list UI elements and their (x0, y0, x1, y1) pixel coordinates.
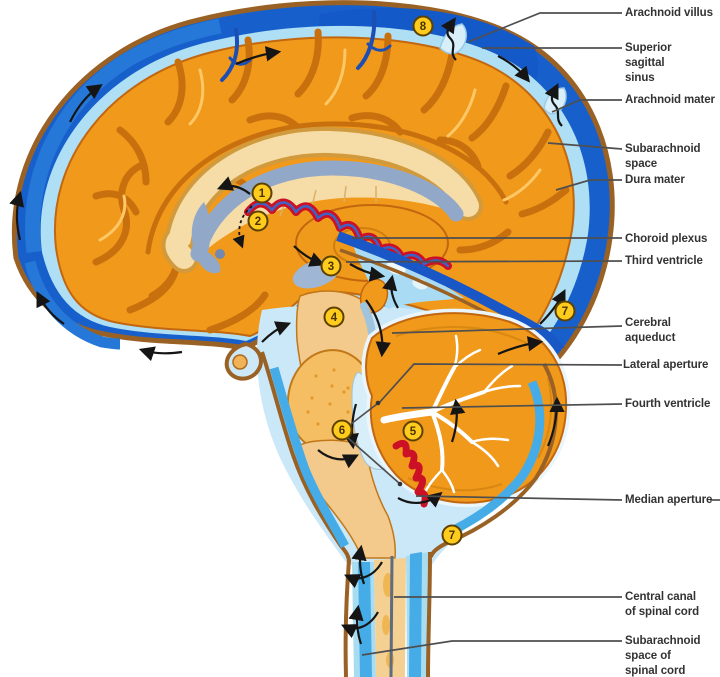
fourth-ventricle-choroid (392, 439, 429, 508)
flow-badge-2: 2 (247, 210, 269, 232)
leader-arachnoid-mater (551, 99, 622, 113)
leader-arachnoid-villus (467, 12, 622, 43)
central-canal-shape (389, 555, 394, 677)
flow-badge-6: 6 (331, 419, 353, 441)
svg-text:4: 4 (331, 312, 338, 324)
label-third-ventricle: Third ventricle (625, 255, 703, 267)
flow-badge-7-lower: 7 (441, 524, 463, 546)
flow-badge-1: 1 (251, 182, 273, 204)
pointer-dot-median-aperture (397, 481, 403, 487)
cord-outline-left (343, 559, 351, 677)
cord-csf-left (358, 562, 372, 677)
flow-badge-8: 8 (412, 15, 434, 37)
leader-median-aperture (415, 495, 623, 501)
corpus-callosum-body (165, 130, 479, 269)
cerebellum (361, 308, 571, 508)
choroid-plexus-core (246, 201, 450, 268)
label-median-aperture: Median aperture (625, 494, 713, 506)
label-arachnoid-villus: Arachnoid villus (625, 7, 713, 19)
svg-text:7: 7 (449, 530, 455, 542)
leader-cerebral-aqueduct (391, 325, 623, 334)
label-superior-sagittal-sinus: Superior sagittal sinus (625, 42, 672, 84)
label-cerebral-aqueduct: Cerebral aqueduct (625, 317, 676, 344)
label-fourth-ventricle: Fourth ventricle (625, 398, 711, 410)
svg-text:1: 1 (259, 188, 266, 200)
pointer-dot-lateral-aperture (375, 400, 381, 406)
leader-lateral-aperture (378, 363, 623, 404)
leader-fourth-ventricle (401, 403, 623, 409)
label-subarachnoid-space: Subarachnoid space (625, 143, 701, 170)
corpus-callosum-region (161, 126, 483, 289)
dura-front-highlight (25, 18, 222, 253)
lateral-ventricle-band (190, 160, 464, 262)
csf-accent-front (269, 366, 349, 549)
label-subarachnoid-space-spinal: Subarachnoid space of spinal cord (625, 635, 701, 677)
badge6-pointer-lateral (350, 403, 378, 425)
flow-badge-4: 4 (323, 306, 345, 328)
svg-text:3: 3 (328, 261, 334, 273)
svg-text:7: 7 (562, 306, 568, 318)
gyri-sulci (92, 28, 570, 334)
straight-sinus (336, 231, 565, 353)
svg-text:2: 2 (255, 216, 261, 228)
flow-badge-5: 5 (402, 420, 424, 442)
label-dura-mater: Dura mater (625, 174, 685, 186)
villus-flow-arrow-2 (544, 83, 563, 127)
leader-lines (345, 12, 720, 656)
cord-outline-right (426, 551, 432, 677)
fornix-gray-shape (191, 202, 221, 274)
label-lateral-aperture: Lateral aperture (623, 359, 709, 371)
flow-badge-7-upper: 7 (554, 300, 576, 322)
spinal-cord (343, 551, 432, 677)
leader-third-ventricle (345, 260, 623, 263)
label-choroid-plexus: Choroid plexus (625, 233, 708, 245)
leader-dura-mater (555, 179, 622, 191)
leader-subarachnoid-space-spinal (361, 640, 622, 656)
badge6-pointer-median (347, 437, 400, 484)
gyri-highlights (98, 48, 542, 242)
svg-text:5: 5 (410, 426, 417, 438)
brainstem-front-outline (260, 351, 351, 563)
villus-flow-arrow (440, 17, 457, 61)
flow-badge-3: 3 (320, 255, 342, 277)
label-central-canal: Central canal of spinal cord (625, 591, 699, 618)
svg-text:6: 6 (339, 425, 345, 437)
dura-underside-highlight (24, 260, 121, 350)
label-arachnoid-mater: Arachnoid mater (625, 94, 715, 106)
leader-subarachnoid-space (547, 142, 623, 150)
fornix-column (215, 249, 225, 259)
pituitary-gland (232, 354, 248, 370)
csf-accent-back (443, 380, 545, 539)
cortical-veins (220, 10, 392, 82)
cord-csf-right (409, 552, 422, 677)
flow-badges: 1 2 3 4 5 6 7 7 (247, 15, 576, 546)
svg-text:8: 8 (420, 21, 427, 33)
